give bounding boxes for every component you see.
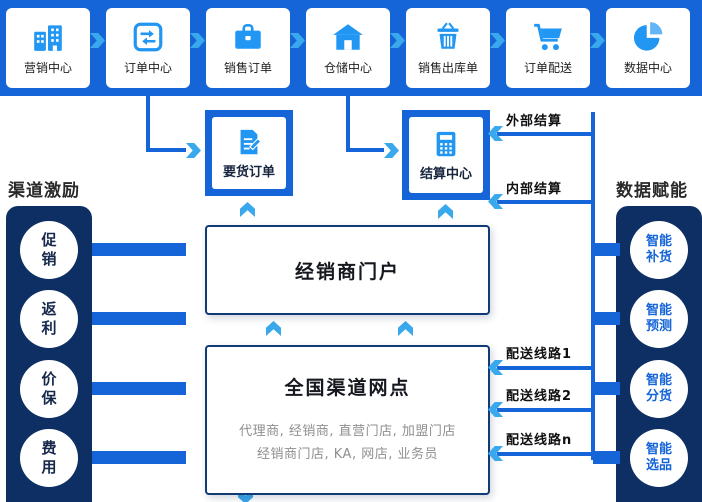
building-icon — [34, 25, 62, 51]
demand-order-node: 要货订单 — [205, 110, 293, 196]
connector-line — [497, 366, 591, 370]
incentive-item-label: 价保 — [41, 370, 57, 407]
data-item-label: 智能分货 — [645, 373, 672, 404]
settlement-center-card: 结算中心 — [409, 117, 483, 193]
flow-card-label: 数据中心 — [623, 61, 672, 75]
flow-card-label: 仓储中心 — [323, 61, 372, 75]
incentive-item-label: 促销 — [41, 231, 57, 268]
exchange-icon — [133, 22, 163, 52]
demand-order-label: 要货订单 — [222, 164, 275, 180]
arrow-right-icon — [190, 33, 205, 48]
incentive-item-label: 返利 — [41, 300, 57, 337]
connector-line — [591, 112, 595, 460]
flow-card-sales-order: 销售订单 — [206, 8, 290, 88]
arrow-up-icon — [398, 321, 413, 336]
incentive-item-rebate: 返利 — [20, 290, 78, 348]
data-item-label: 智能预测 — [645, 303, 672, 334]
flow-card-marketing-center: 营销中心 — [6, 8, 90, 88]
data-item-smart-allocation: 智能分货 — [630, 360, 688, 418]
connector-bar — [92, 451, 186, 464]
arrow-right-icon — [384, 143, 399, 158]
arrow-right-icon — [290, 33, 305, 48]
arrow-up-icon — [240, 202, 255, 217]
flow-card-label: 销售订单 — [223, 61, 272, 75]
pie-chart-icon — [633, 22, 663, 51]
flow-card-label: 营销中心 — [23, 61, 72, 75]
channel-network-detail-2: 经销商门店, KA, 网店, 业务员 — [257, 447, 438, 462]
flow-card-data-center: 数据中心 — [606, 8, 690, 88]
flow-card-label: 订单配送 — [523, 61, 572, 75]
connector-line — [497, 132, 591, 136]
flow-card-outbound-order: 销售出库单 — [406, 8, 490, 88]
connector-bar — [92, 382, 186, 395]
connector-bar — [593, 243, 620, 256]
flow-card-order-center: 订单中心 — [106, 8, 190, 88]
calculator-icon — [436, 131, 456, 156]
arrow-up-icon — [438, 204, 453, 219]
incentive-item-promotion: 促销 — [20, 221, 78, 279]
delivery-route-1-label: 配送线路1 — [506, 347, 573, 362]
connector-line — [146, 96, 150, 152]
connector-line — [497, 200, 591, 204]
flow-card-order-delivery: 订单配送 — [506, 8, 590, 88]
connector-line — [497, 408, 591, 412]
data-item-label: 智能补货 — [645, 234, 672, 265]
warehouse-icon — [333, 24, 363, 50]
channel-network-box: 全国渠道网点 代理商, 经销商, 直营门店, 加盟门店 经销商门店, KA, 网… — [205, 345, 490, 495]
data-item-smart-forecast: 智能预测 — [630, 290, 688, 348]
document-pencil-icon — [240, 129, 262, 154]
connector-bar — [593, 451, 620, 464]
incentive-item-label: 费用 — [41, 439, 57, 476]
briefcase-icon — [235, 23, 261, 49]
connector-line — [346, 96, 350, 152]
settlement-center-node: 结算中心 — [402, 110, 490, 200]
arrow-right-icon — [490, 33, 505, 48]
dealer-portal-box: 经销商门户 — [205, 225, 490, 315]
flow-card-label: 销售出库单 — [417, 61, 478, 75]
data-item-smart-selection: 智能选品 — [630, 429, 688, 487]
internal-settlement-label: 内部结算 — [506, 182, 563, 197]
data-panel-title: 数据赋能 — [616, 181, 688, 201]
demand-order-card: 要货订单 — [212, 117, 286, 189]
arrow-up-icon — [266, 321, 281, 336]
cart-icon — [534, 23, 562, 51]
basket-icon — [437, 22, 459, 49]
connector-bar — [92, 312, 186, 325]
channel-network-title: 全国渠道网点 — [284, 377, 411, 399]
incentive-item-expense: 费用 — [20, 429, 78, 487]
external-settlement-label: 外部结算 — [506, 114, 563, 129]
delivery-route-2-label: 配送线路2 — [506, 389, 573, 404]
arrow-right-icon — [186, 143, 201, 158]
connector-bar — [593, 312, 620, 325]
data-item-label: 智能选品 — [645, 442, 672, 473]
data-item-smart-replenishment: 智能补货 — [630, 221, 688, 279]
dealer-portal-title: 经销商门户 — [294, 260, 400, 283]
delivery-route-n-label: 配送线路n — [506, 433, 573, 448]
connector-line — [346, 148, 384, 152]
settlement-center-label: 结算中心 — [419, 166, 472, 182]
connector-line — [497, 452, 591, 456]
incentive-item-price-protection: 价保 — [20, 360, 78, 418]
arrow-right-icon — [390, 33, 405, 48]
flow-card-label: 订单中心 — [123, 61, 172, 75]
arrow-right-icon — [590, 33, 605, 48]
connector-line — [146, 148, 186, 152]
connector-bar — [92, 243, 186, 256]
channel-network-detail-1: 代理商, 经销商, 直营门店, 加盟门店 — [239, 424, 456, 439]
arrow-right-icon — [90, 33, 105, 48]
connector-bar — [593, 382, 620, 395]
flow-card-warehouse-center: 仓储中心 — [306, 8, 390, 88]
incentive-panel-title: 渠道激励 — [8, 181, 80, 201]
